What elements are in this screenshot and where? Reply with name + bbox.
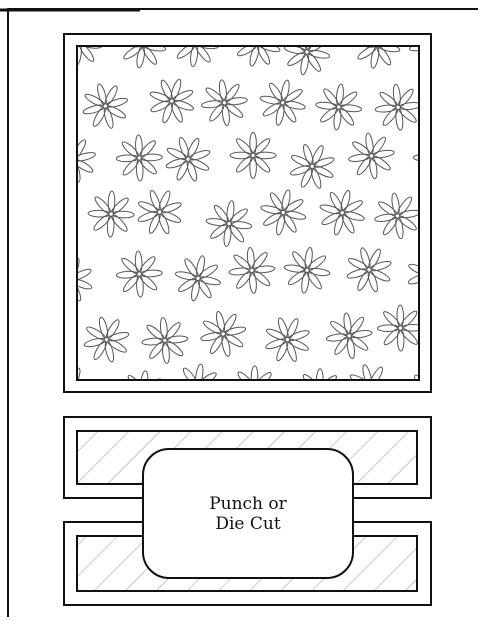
punch-label-box	[143, 449, 353, 578]
flower-icon	[432, 307, 480, 365]
flower-icon	[0, 14, 44, 75]
flower-icon	[433, 424, 480, 471]
flower-icon	[256, 0, 316, 12]
flower-icon	[376, 0, 428, 14]
top-pattern-panel	[77, 46, 419, 380]
flower-icon	[0, 130, 40, 187]
flower-icon	[129, 0, 191, 25]
flower-icon	[467, 364, 480, 422]
flower-icon	[465, 14, 480, 67]
flower-icon	[453, 133, 480, 196]
flower-icon	[421, 0, 480, 27]
flower-icon	[432, 191, 478, 237]
flower-icon	[466, 247, 480, 305]
flower-icon	[22, 0, 72, 14]
flower-icon	[434, 77, 480, 142]
flower-icon	[0, 247, 42, 305]
